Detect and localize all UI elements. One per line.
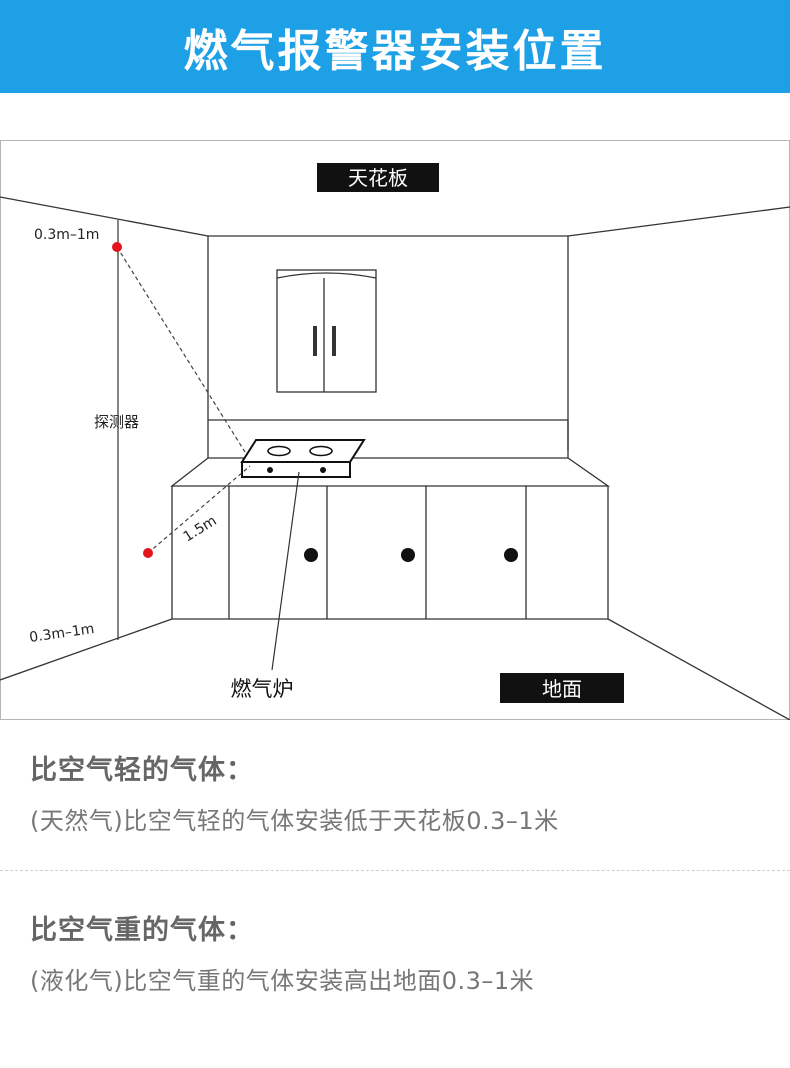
gas-stove-drawing (240, 439, 366, 478)
cabinet-knob (401, 548, 415, 562)
section-divider (0, 870, 790, 871)
detector-dot-bottom (143, 548, 153, 558)
bottom-range-label: 0.3m–1m (28, 621, 95, 646)
cabinet-knobs (304, 548, 518, 562)
floor-label: 地面 (542, 677, 582, 701)
room-walls (0, 196, 790, 720)
ceiling-label: 天花板 (348, 166, 408, 190)
heavy-gas-section: 比空气重的气体： (液化气)比空气重的气体安装高出地面0.3–1米 (30, 908, 770, 996)
page-title: 燃气报警器安装位置 (183, 25, 607, 77)
heavy-gas-heading: 比空气重的气体： (30, 915, 254, 946)
distance-label: 1.5m (181, 513, 220, 546)
detector-dot-top (112, 242, 122, 252)
heavy-gas-description: (液化气)比空气重的气体安装高出地面0.3–1米 (30, 967, 535, 995)
kitchen-diagram: 天花板 地面 0.3m–1m 探测器 0.3m–1m 1.5m 燃气炉 (0, 140, 790, 720)
floor-label-bg (500, 673, 624, 703)
header-banner: 燃气报警器安装位置 (0, 0, 790, 93)
light-gas-description: (天然气)比空气轻的气体安装低于天花板0.3–1米 (30, 807, 559, 835)
ceiling-label-bg (317, 163, 439, 192)
detector-label: 探测器 (94, 413, 139, 431)
stove-label: 燃气炉 (231, 677, 294, 701)
countertop (170, 457, 611, 619)
stove-pointer-line (271, 471, 300, 671)
wall-cabinet (276, 269, 377, 393)
cabinet-knob (304, 548, 318, 562)
top-range-label: 0.3m–1m (34, 227, 99, 243)
distance-lines (116, 246, 251, 554)
cabinet-knob (504, 548, 518, 562)
kitchen-illustration: 天花板 地面 0.3m–1m 探测器 0.3m–1m 1.5m 燃气炉 (0, 140, 790, 720)
light-gas-section: 比空气轻的气体： (天然气)比空气轻的气体安装低于天花板0.3–1米 (30, 748, 770, 836)
light-gas-heading: 比空气轻的气体： (30, 755, 254, 786)
